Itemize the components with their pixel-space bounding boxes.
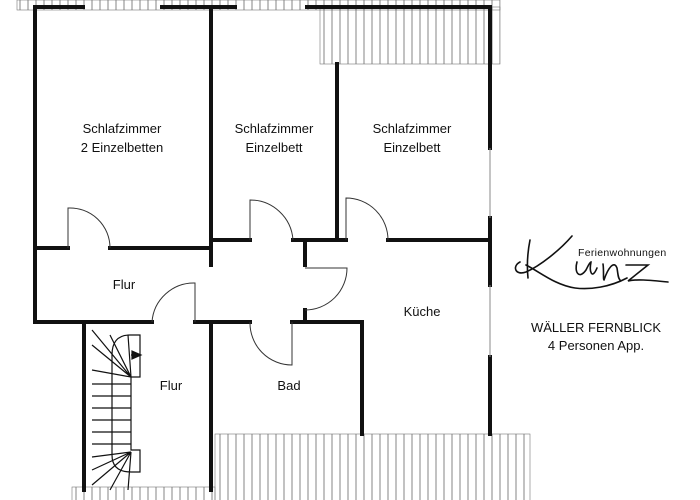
logo-title: WÄLLER FERNBLICK [530,320,662,335]
room-label-hall-upper: Flur [112,277,136,292]
room-label-bedroom1: Schlafzimmer 2 Einzelbetten [81,119,163,157]
room-label-kitchen: Küche [403,304,441,319]
room-name: Schlafzimmer [82,121,162,136]
room-label-bedroom3: Schlafzimmer Einzelbett [373,119,452,157]
room-name: Schlafzimmer [234,121,314,136]
logo-brand-small: Ferienwohnungen [578,247,667,259]
room-detail: 2 Einzelbetten [80,140,164,155]
walls [33,5,492,492]
room-label-bedroom2: Schlafzimmer Einzelbett [235,119,314,157]
balcony-hatching [16,0,531,500]
room-name: Schlafzimmer [372,121,452,136]
kunz-logo-script [514,235,669,290]
room-label-bath: Bad [277,378,301,393]
room-detail: Einzelbett [245,140,303,155]
doors [67,197,389,366]
logo-subtitle: 4 Personen App. [547,338,645,353]
room-label-hall-lower: Flur [159,378,183,393]
staircase [91,329,143,491]
room-detail: Einzelbett [383,140,441,155]
